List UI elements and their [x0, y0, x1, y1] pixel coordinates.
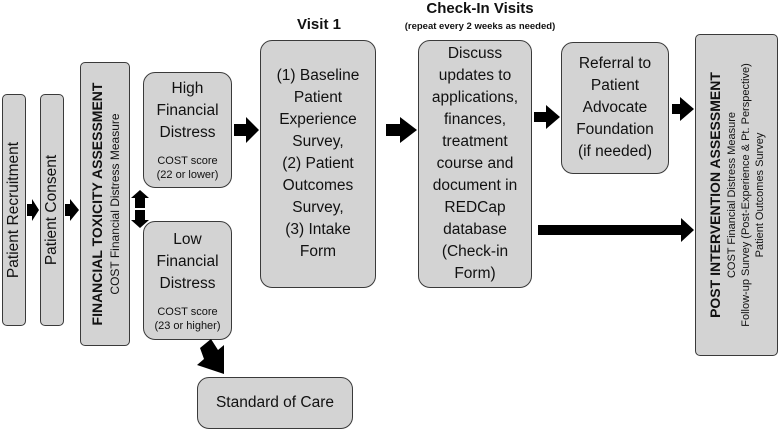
arrow-consent-to-assessment: [65, 199, 79, 221]
referral-box: Referral to Patient Advocate Foundation …: [561, 42, 669, 174]
arrow-referral-to-post: [672, 97, 694, 121]
visit1-line: (3) Intake: [285, 221, 351, 238]
arrow-checkin-to-post: [538, 218, 694, 242]
referral-line: Referral to: [578, 55, 652, 72]
referral-line: Advocate: [582, 99, 648, 116]
standard-of-care-box: Standard of Care: [197, 377, 353, 429]
visit1-line: Survey,: [292, 133, 344, 150]
referral-line: Foundation: [576, 121, 654, 138]
high-line3: Distress: [159, 124, 216, 141]
visit1-box: (1) Baseline Patient Experience Survey, …: [260, 40, 376, 288]
checkin-line: course and: [436, 155, 514, 172]
checkin-subheading: (repeat every 2 weeks as needed): [404, 21, 556, 32]
checkin-line: document in: [432, 177, 518, 194]
low-line3: Distress: [159, 274, 216, 292]
checkin-line: finances,: [443, 111, 507, 128]
checkin-line: (Check-in: [441, 243, 509, 260]
financial-toxicity-assessment-box: [80, 62, 130, 346]
checkin-heading: Check-In Visits: [426, 0, 534, 17]
arrow-checkin-to-referral: [534, 105, 560, 129]
checkin-box: Discuss updates to applications, finance…: [418, 40, 532, 288]
low-line2: Financial: [156, 252, 219, 270]
low-line1: Low: [173, 230, 202, 248]
visit1-line: Survey,: [292, 199, 344, 216]
arrow-low-to-standard-of-care: [197, 339, 224, 374]
visit1-line: Experience: [279, 111, 357, 128]
arrow-assessment-to-low: [131, 210, 149, 228]
post-intervention-box: [695, 34, 778, 356]
visit1-line: (2) Patient: [282, 155, 354, 172]
checkin-line: applications,: [431, 89, 519, 106]
low-distress-box: Low Financial Distress COST score (23 or…: [143, 221, 232, 340]
high-line2: Financial: [156, 102, 219, 119]
standard-of-care-label: Standard of Care: [215, 394, 335, 411]
arrow-visit1-to-checkin: [386, 117, 417, 143]
high-score-label: COST score: [157, 155, 218, 167]
patient-recruitment-box: [2, 94, 26, 326]
checkin-line: updates to: [438, 67, 512, 84]
high-score-range: (22 or lower): [156, 169, 219, 181]
checkin-line: database: [443, 221, 507, 238]
checkin-line: treatment: [442, 133, 508, 150]
low-score-label: COST score: [157, 305, 218, 318]
arrow-recruitment-to-consent: [27, 199, 39, 221]
referral-line: Patient: [590, 77, 640, 94]
arrow-assessment-to-high: [131, 190, 149, 208]
visit1-line: Outcomes: [282, 177, 354, 194]
checkin-line: REDCap: [444, 199, 506, 216]
checkin-line: Discuss: [447, 45, 503, 62]
low-score-range: (23 or higher): [154, 319, 221, 332]
referral-line: (if needed): [577, 143, 653, 160]
visit1-line: Form: [299, 243, 337, 260]
visit1-heading: Visit 1: [297, 16, 341, 33]
visit1-line: (1) Baseline: [276, 67, 360, 84]
patient-consent-box: [40, 94, 64, 326]
arrow-high-to-visit1: [234, 117, 259, 143]
checkin-line: Form): [454, 265, 496, 282]
high-distress-box: High Financial Distress COST score (22 o…: [143, 72, 232, 188]
high-line1: High: [171, 80, 204, 97]
visit1-line: Patient: [293, 89, 343, 106]
